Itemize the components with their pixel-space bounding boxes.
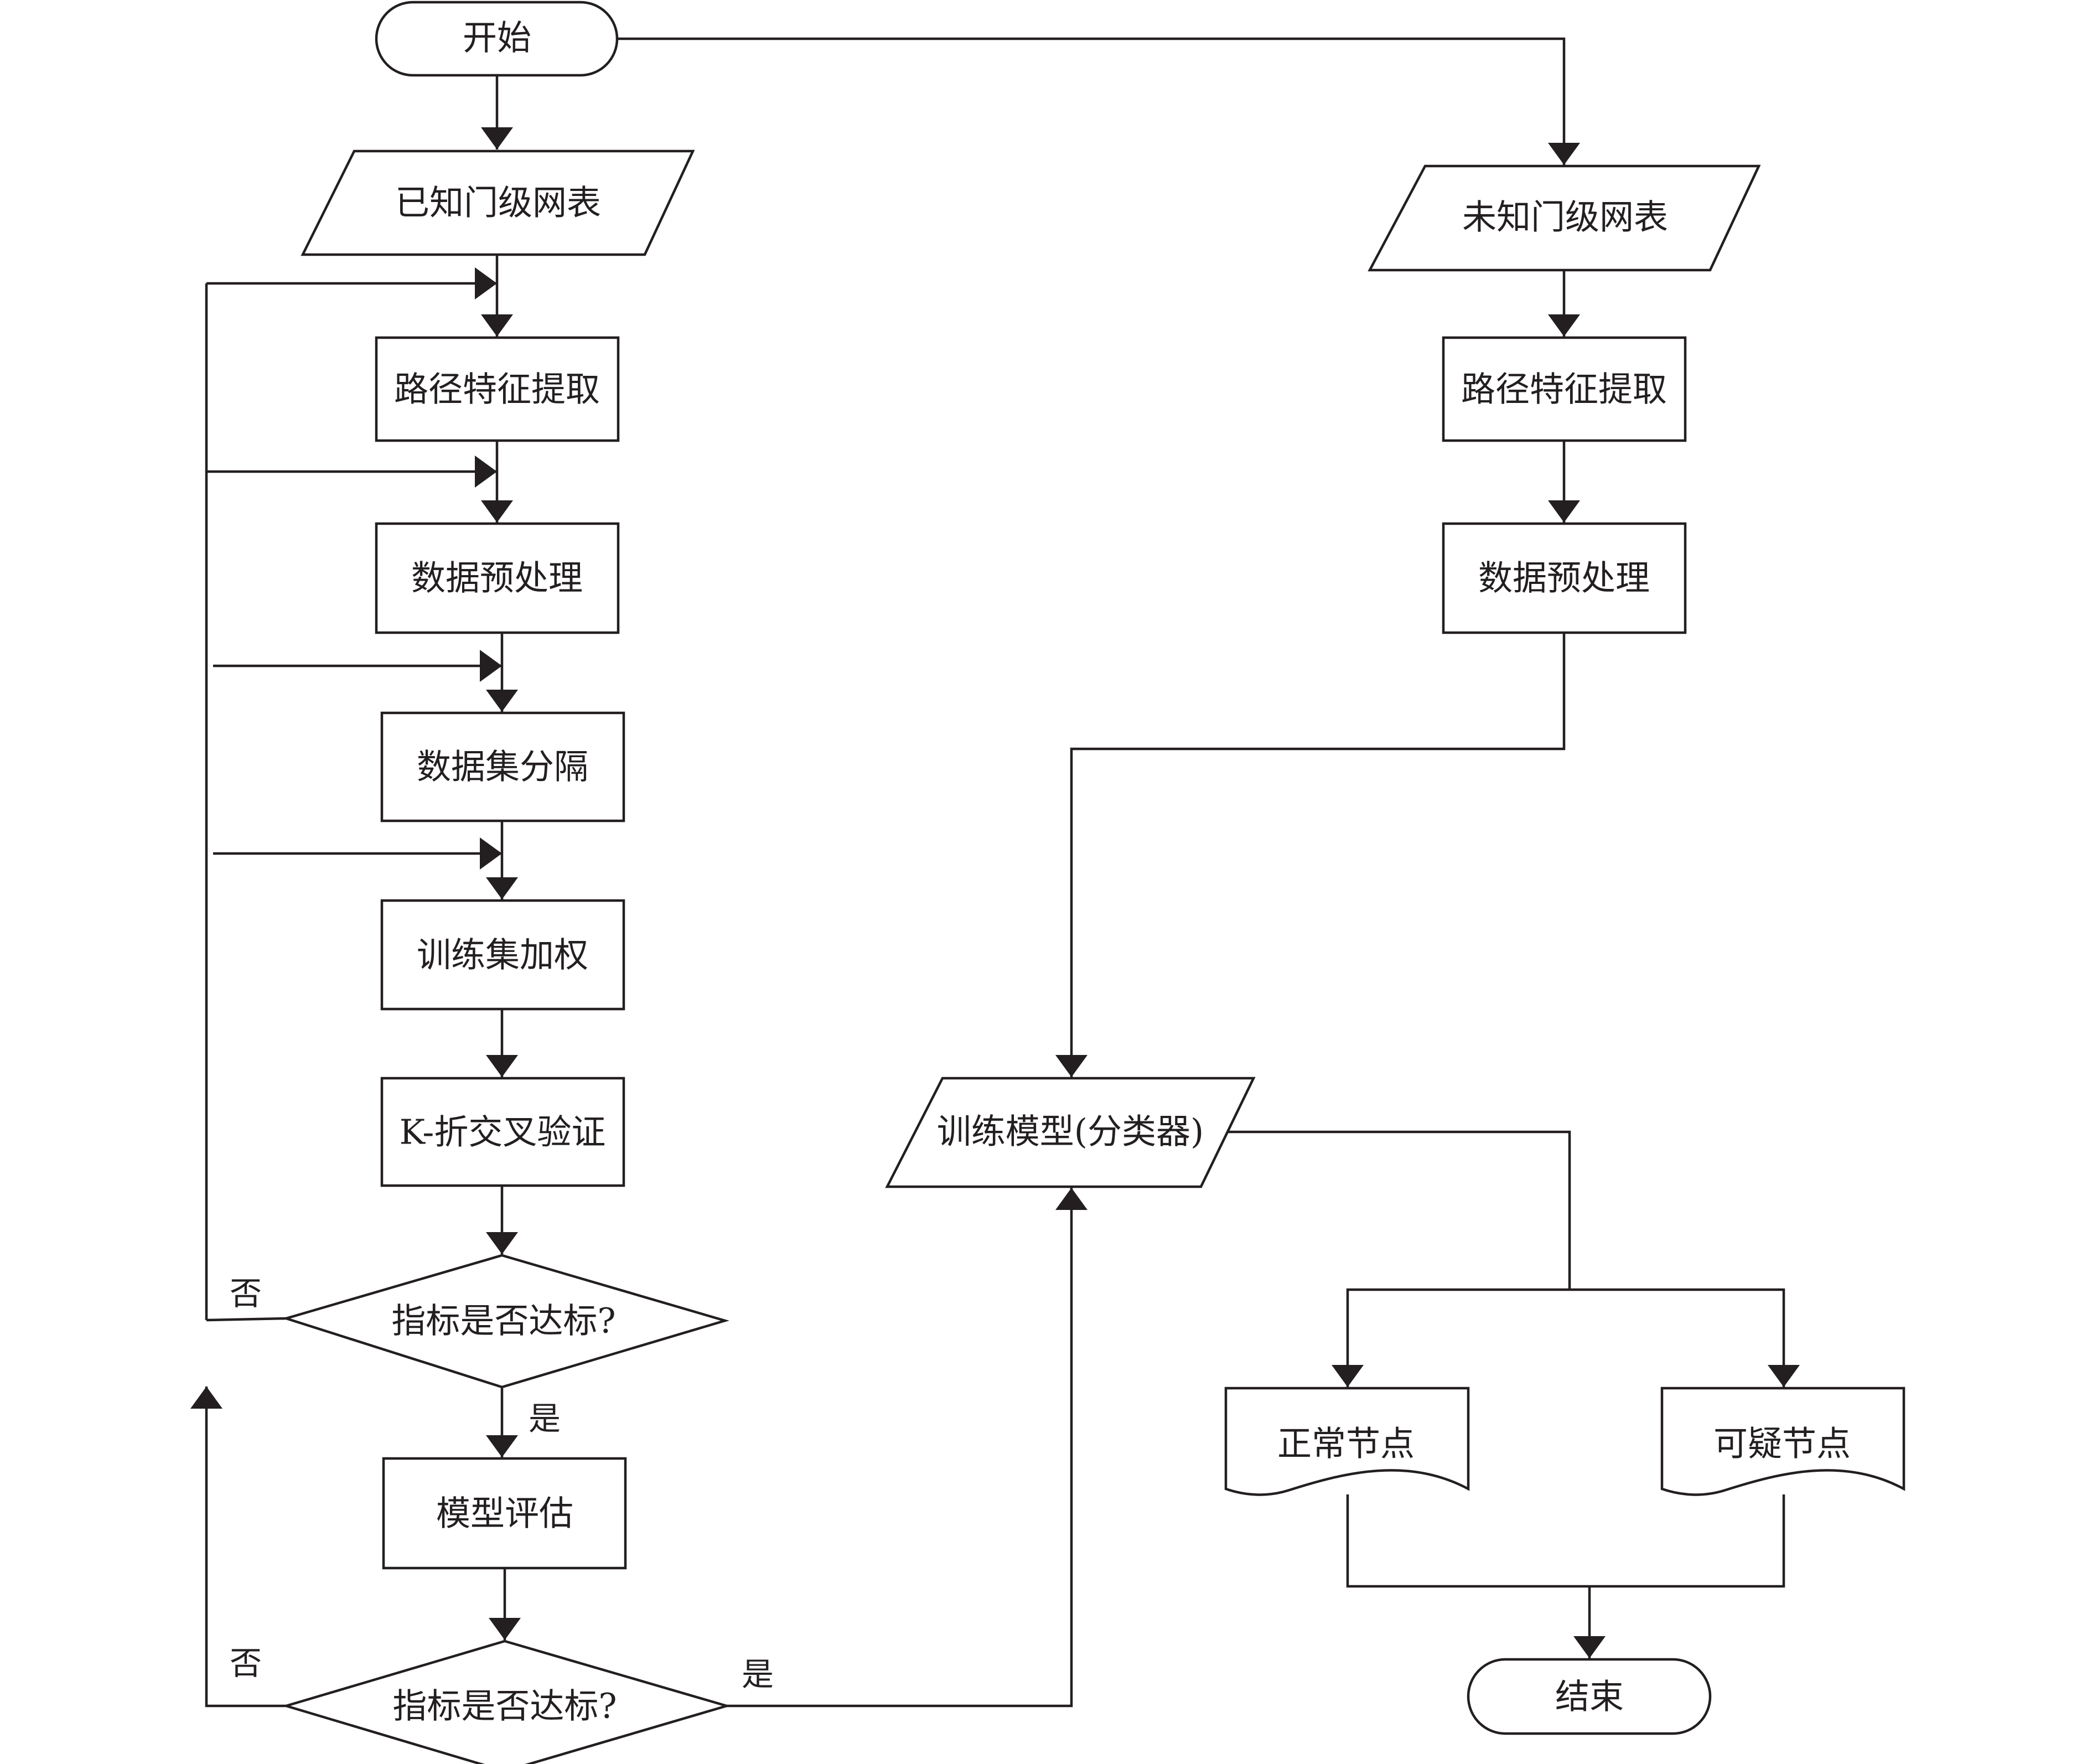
known-netlist-label: 已知门级网表	[395, 183, 601, 223]
edge-start-unknown	[617, 37, 1580, 165]
train-model-node: 训练模型(分类器)	[885, 1077, 1256, 1188]
train-model-label: 训练模型(分类器)	[937, 1111, 1204, 1152]
decision1-yes-label: 是	[529, 1400, 561, 1437]
path-extract-left-label: 路径特征提取	[394, 369, 600, 410]
edges	[190, 37, 1800, 1708]
suspicious-node: 可疑节点	[1660, 1387, 1905, 1496]
decision2-yes-label: 是	[742, 1656, 774, 1693]
edge-branch-suspicious	[1570, 1288, 1800, 1387]
known-netlist-node: 已知门级网表	[301, 149, 695, 256]
start-label: 开始	[463, 18, 531, 58]
edge-normal-merge	[1346, 1494, 1785, 1588]
path-extract-right-label: 路径特征提取	[1461, 369, 1667, 410]
normal-node-label: 正常节点	[1277, 1424, 1415, 1464]
dataset-split-label: 数据集分隔	[417, 747, 588, 787]
train-weight-node: 训练集加权	[380, 899, 625, 1011]
decision2-no-label: 否	[230, 1644, 262, 1682]
decision1-node: 指标是否达标?	[282, 1254, 729, 1389]
decision1-no-label: 否	[230, 1275, 262, 1312]
end-label: 结束	[1555, 1677, 1624, 1717]
end-node: 结束	[1467, 1658, 1712, 1735]
edge-branch-normal	[1332, 1288, 1570, 1387]
preprocess-right-node: 数据预处理	[1442, 522, 1687, 634]
kfold-node: K-折交叉验证	[380, 1077, 625, 1187]
edge-decision2-no-loop	[190, 1387, 286, 1708]
normal-node: 正常节点	[1224, 1387, 1470, 1496]
edge-decision1-no	[206, 1317, 287, 1322]
unknown-netlist-label: 未知门级网表	[1462, 197, 1668, 237]
unknown-netlist-node: 未知门级网表	[1368, 164, 1761, 272]
train-weight-label: 训练集加权	[417, 935, 588, 975]
start-node: 开始	[375, 1, 619, 77]
path-extract-right-node: 路径特征提取	[1442, 336, 1687, 442]
edge-preprocess-r-model	[1055, 634, 1566, 1077]
model-eval-label: 模型评估	[436, 1493, 573, 1534]
preprocess-left-label: 数据预处理	[411, 558, 583, 598]
dataset-split-node: 数据集分隔	[380, 711, 625, 822]
path-extract-left-node: 路径特征提取	[375, 336, 620, 442]
decision1-label: 指标是否达标?	[391, 1301, 615, 1341]
edge-decision2-yes	[727, 1188, 1088, 1708]
decision2-label: 指标是否达标?	[392, 1686, 617, 1726]
decision2-node: 指标是否达标?	[282, 1639, 732, 1764]
suspicious-node-label: 可疑节点	[1713, 1424, 1851, 1464]
edge-model-branch	[1226, 1130, 1571, 1290]
model-eval-node: 模型评估	[382, 1457, 627, 1570]
preprocess-left-node: 数据预处理	[375, 522, 620, 634]
preprocess-right-label: 数据预处理	[1478, 558, 1650, 598]
kfold-label: K-折交叉验证	[400, 1112, 606, 1152]
